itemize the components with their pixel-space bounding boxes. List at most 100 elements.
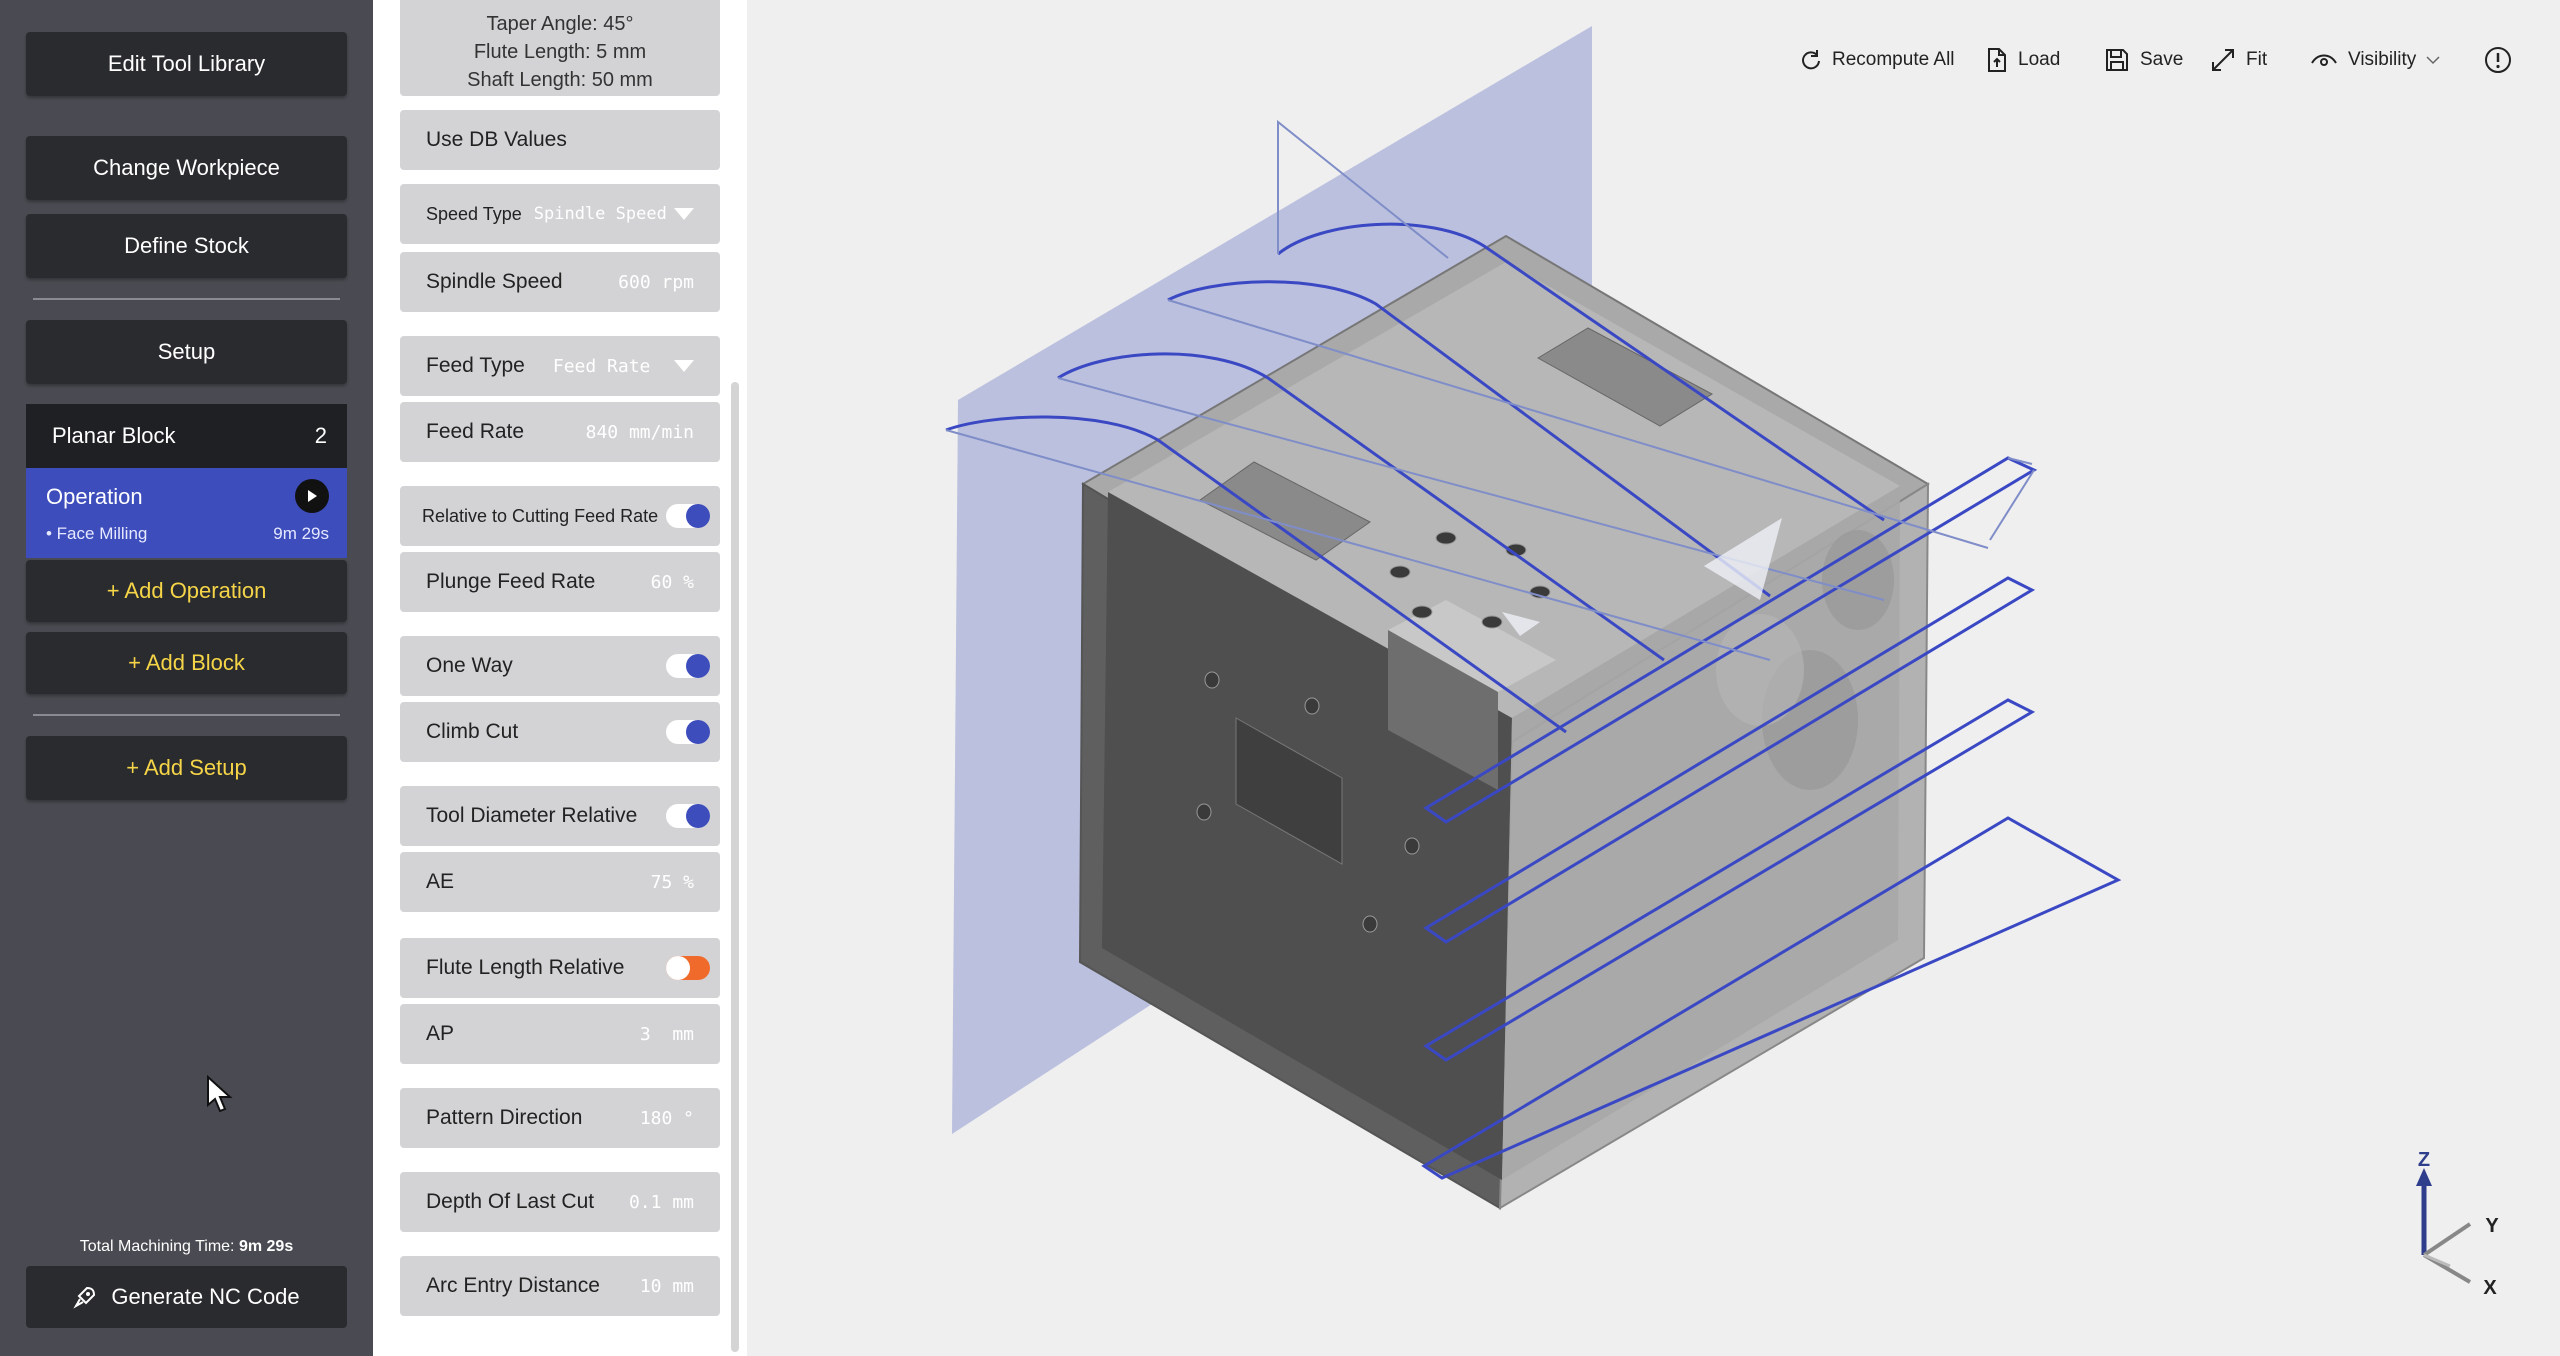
depth-of-last-cut-value[interactable]: 0.1 mm xyxy=(628,1191,694,1213)
eye-icon xyxy=(2311,54,2337,66)
one-way-toggle[interactable] xyxy=(666,654,710,678)
add-setup-button[interactable]: + Add Setup xyxy=(26,736,347,800)
taper-angle: Taper Angle: 45° xyxy=(486,13,634,35)
sidebar-divider xyxy=(33,298,340,300)
sidebar-divider xyxy=(33,714,340,716)
feed-rate-value[interactable]: 840 mm/min xyxy=(585,421,694,443)
axis-x-label: X xyxy=(2483,1277,2497,1299)
feed-type-value: Feed Rate xyxy=(552,355,651,377)
rocket-icon xyxy=(73,1286,96,1309)
define-stock-button[interactable]: Define Stock xyxy=(26,214,347,278)
total-machining-time: Total Machining Time: 9m 29s xyxy=(26,1238,347,1256)
spindle-speed-label: Spindle Speed xyxy=(426,270,563,293)
total-time-label: Total Machining Time: xyxy=(79,1238,235,1255)
plunge-feed-rate-label: Plunge Feed Rate xyxy=(426,570,596,593)
fit-label: Fit xyxy=(2246,49,2268,70)
plunge-feed-rate-field[interactable]: Plunge Feed Rate 60 % xyxy=(400,552,720,612)
setup-button[interactable]: Setup xyxy=(26,320,347,384)
recompute-all-label: Recompute All xyxy=(1832,49,1955,70)
change-workpiece-button[interactable]: Change Workpiece xyxy=(26,136,347,200)
feed-type-select[interactable]: Feed Type Feed Rate xyxy=(400,336,720,396)
speed-type-label: Speed Type xyxy=(426,203,522,224)
flute-length-relative-row[interactable]: Flute Length Relative xyxy=(400,938,720,998)
side-bore xyxy=(1716,614,1804,726)
use-db-values-button[interactable]: Use DB Values xyxy=(400,110,720,170)
edit-tool-library-button[interactable]: Edit Tool Library xyxy=(26,32,347,96)
tool-diameter-relative-toggle[interactable] xyxy=(666,804,710,828)
feed-rate-label: Feed Rate xyxy=(426,420,525,443)
save-label: Save xyxy=(2140,49,2184,70)
info-icon xyxy=(2485,47,2511,73)
operation-subtitle: • Face Milling xyxy=(46,524,148,543)
arc-entry-distance-field[interactable]: Arc Entry Distance 10 mm xyxy=(400,1256,720,1316)
operation-time: 9m 29s xyxy=(273,524,329,543)
recompute-all-button[interactable]: Recompute All xyxy=(1800,44,1955,76)
ae-field[interactable]: AE 75 % xyxy=(400,852,720,912)
climb-cut-toggle-row[interactable]: Climb Cut xyxy=(400,702,720,762)
depth-of-last-cut-label: Depth Of Last Cut xyxy=(426,1190,595,1213)
pattern-direction-value[interactable]: 180 ° xyxy=(639,1107,694,1129)
save-button[interactable]: Save xyxy=(2104,44,2183,76)
ap-value[interactable]: 3 mm xyxy=(639,1023,694,1045)
block-planar[interactable]: Planar Block 2 xyxy=(26,404,347,468)
add-block-button[interactable]: + Add Block xyxy=(26,632,347,694)
relative-cutting-feed-toggle-row[interactable]: Relative to Cutting Feed Rate xyxy=(400,486,720,546)
ae-label: AE xyxy=(426,870,455,893)
side-bore xyxy=(1822,530,1894,630)
climb-cut-toggle[interactable] xyxy=(666,720,710,744)
file-icon xyxy=(1988,48,2006,72)
pattern-direction-label: Pattern Direction xyxy=(426,1106,583,1129)
save-icon xyxy=(2106,49,2128,71)
chevron-down-icon xyxy=(674,360,694,372)
flute-length-relative-toggle[interactable] xyxy=(666,956,710,980)
climb-cut-label: Climb Cut xyxy=(426,720,519,743)
operation-title: Operation xyxy=(46,484,143,509)
tool-diameter-relative-label: Tool Diameter Relative xyxy=(426,804,638,827)
total-time-value: 9m 29s xyxy=(238,1238,294,1255)
mouse-cursor-icon xyxy=(207,1075,233,1113)
step-front xyxy=(1388,630,1498,790)
tool-info-card: Taper Angle: 45° Flute Length: 5 mm Shaf… xyxy=(400,0,720,96)
3d-viewport[interactable] xyxy=(747,0,2560,1356)
arc-entry-distance-value[interactable]: 10 mm xyxy=(639,1275,694,1297)
fit-button[interactable]: Fit xyxy=(2210,44,2267,76)
flute-length: Flute Length: 5 mm xyxy=(473,41,647,63)
front-pocket xyxy=(1235,717,1343,865)
visibility-dropdown[interactable]: Visibility xyxy=(2310,44,2440,76)
plunge-feed-rate-value[interactable]: 60 % xyxy=(650,571,694,593)
feed-type-label: Feed Type xyxy=(426,354,525,377)
speed-type-select[interactable]: Speed Type Spindle Speed xyxy=(400,184,720,244)
axis-triad: Z Y X xyxy=(2416,1150,2499,1299)
generate-nc-code-button[interactable]: Generate NC Code xyxy=(26,1266,347,1328)
ae-value[interactable]: 75 % xyxy=(650,871,694,893)
one-way-toggle-row[interactable]: One Way xyxy=(400,636,720,696)
chevron-down-icon xyxy=(2426,56,2440,65)
block-name: Planar Block xyxy=(52,423,176,448)
spindle-speed-field[interactable]: Spindle Speed 600 rpm xyxy=(400,252,720,312)
block-count: 2 xyxy=(314,423,327,448)
tool-diameter-relative-row[interactable]: Tool Diameter Relative xyxy=(400,786,720,846)
sidebar: Edit Tool Library Change Workpiece Defin… xyxy=(0,0,373,1356)
one-way-label: One Way xyxy=(426,654,513,677)
ap-field[interactable]: AP 3 mm xyxy=(400,1004,720,1064)
use-db-values-label: Use DB Values xyxy=(426,128,567,151)
spindle-speed-value[interactable]: 600 rpm xyxy=(618,271,694,293)
info-button[interactable] xyxy=(2484,44,2512,76)
load-label: Load xyxy=(2018,49,2061,70)
play-icon[interactable] xyxy=(295,479,329,513)
generate-label: Generate NC Code xyxy=(111,1284,300,1309)
load-button[interactable]: Load xyxy=(1986,44,2060,76)
workpiece-top xyxy=(1108,262,1900,718)
axis-z-label: Z xyxy=(2418,1150,2430,1171)
panel-scrollbar[interactable] xyxy=(731,382,739,1352)
pattern-direction-field[interactable]: Pattern Direction 180 ° xyxy=(400,1088,720,1148)
add-operation-button[interactable]: + Add Operation xyxy=(26,560,347,622)
operation-item[interactable]: Operation • Face Milling 9m 29s xyxy=(26,468,347,558)
feed-rate-field[interactable]: Feed Rate 840 mm/min xyxy=(400,402,720,462)
toolpath-lines xyxy=(945,222,2122,1180)
step-top xyxy=(1388,600,1556,692)
axis-y-label: Y xyxy=(2485,1215,2499,1237)
depth-of-last-cut-field[interactable]: Depth Of Last Cut 0.1 mm xyxy=(400,1172,720,1232)
refresh-icon xyxy=(1802,50,1820,70)
relative-cutting-toggle[interactable] xyxy=(666,504,710,528)
